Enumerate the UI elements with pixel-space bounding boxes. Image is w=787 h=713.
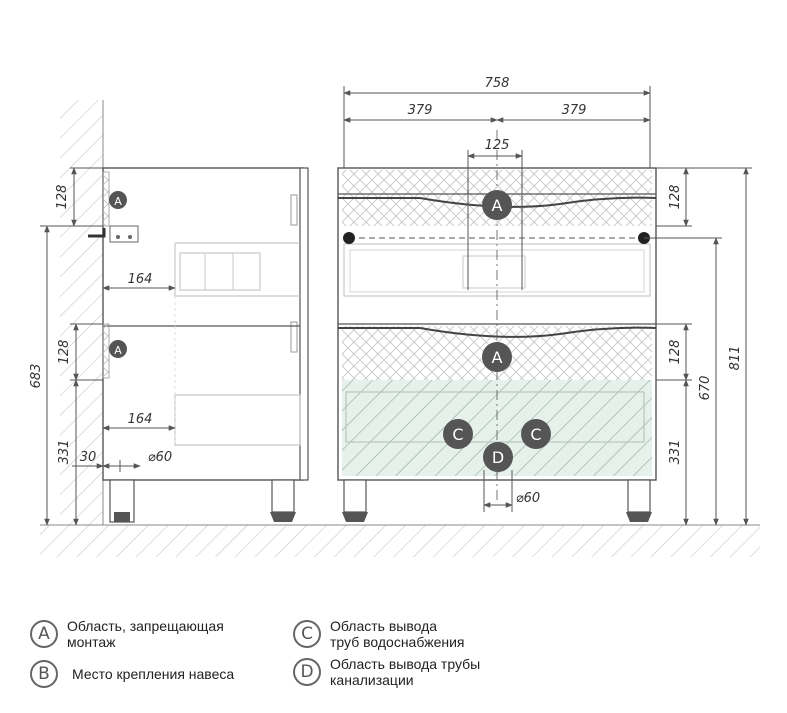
legend-text-d: Область вывода трубы канализации [330, 656, 481, 688]
dim-center-span: 125 [485, 138, 510, 153]
dim-right-top-zone: 128 [668, 185, 683, 210]
dim-left-height: 683 [29, 364, 44, 389]
svg-text:C: C [530, 425, 541, 444]
dim-left-depth-upper: 164 [128, 272, 153, 287]
marker-c-right: C [521, 419, 551, 449]
legend-item-d: D Область вывода трубы канализации [293, 656, 480, 688]
dim-left-diameter: ⌀60 [148, 450, 172, 465]
dim-left-offset: 30 [80, 450, 97, 465]
marker-a-front-lower: A [482, 342, 512, 372]
dim-left-mid-zone: 128 [57, 340, 72, 365]
dim-right-mid-zone: 128 [668, 340, 683, 365]
legend-item-c: C Область вывода труб водоснабжения [293, 618, 464, 650]
floor-hatch [40, 524, 760, 557]
legend: A Область, запрещающая монтаж C Область … [0, 560, 787, 713]
dim-right-height-811: 811 [728, 346, 743, 371]
legend-text-c: Область вывода труб водоснабжения [330, 618, 465, 650]
marker-a-front-upper: A [482, 190, 512, 220]
front-dimensions [343, 86, 752, 526]
dim-left-top-zone: 128 [55, 185, 70, 210]
legend-text-a: Область, запрещающая монтаж [67, 618, 224, 650]
svg-text:D: D [492, 448, 504, 467]
svg-text:A: A [492, 196, 503, 215]
dim-right-height-670: 670 [698, 376, 713, 401]
wall-hatch [60, 100, 104, 525]
dim-half-left: 379 [408, 103, 433, 118]
dim-total-width: 758 [485, 76, 510, 91]
dim-left-lower: 331 [57, 440, 72, 465]
side-dimensions [40, 167, 176, 526]
dim-half-right: 379 [562, 103, 587, 118]
svg-text:A: A [114, 344, 122, 357]
marker-a-side-lower: A [109, 340, 127, 358]
dim-front-diameter: ⌀60 [516, 491, 540, 506]
marker-c-left: C [443, 419, 473, 449]
legend-badge-d: D [293, 658, 321, 686]
legend-badge-b: B [30, 660, 58, 688]
legend-badge-c: C [293, 620, 321, 648]
technical-drawing: A A 128 683 128 331 164 164 30 ⌀60 [29, 76, 760, 557]
legend-badge-a: A [30, 620, 58, 648]
legend-item-b: B Место крепления навеса [30, 660, 234, 688]
marker-a-side-upper: A [109, 191, 127, 209]
svg-text:A: A [492, 348, 503, 367]
legend-item-a: A Область, запрещающая монтаж [30, 618, 224, 650]
svg-text:C: C [452, 425, 463, 444]
legend-text-b: Место крепления навеса [72, 666, 235, 682]
dim-left-depth-lower: 164 [128, 412, 153, 427]
svg-text:A: A [114, 195, 122, 208]
dim-right-lower: 331 [668, 440, 683, 465]
marker-d: D [483, 442, 513, 472]
